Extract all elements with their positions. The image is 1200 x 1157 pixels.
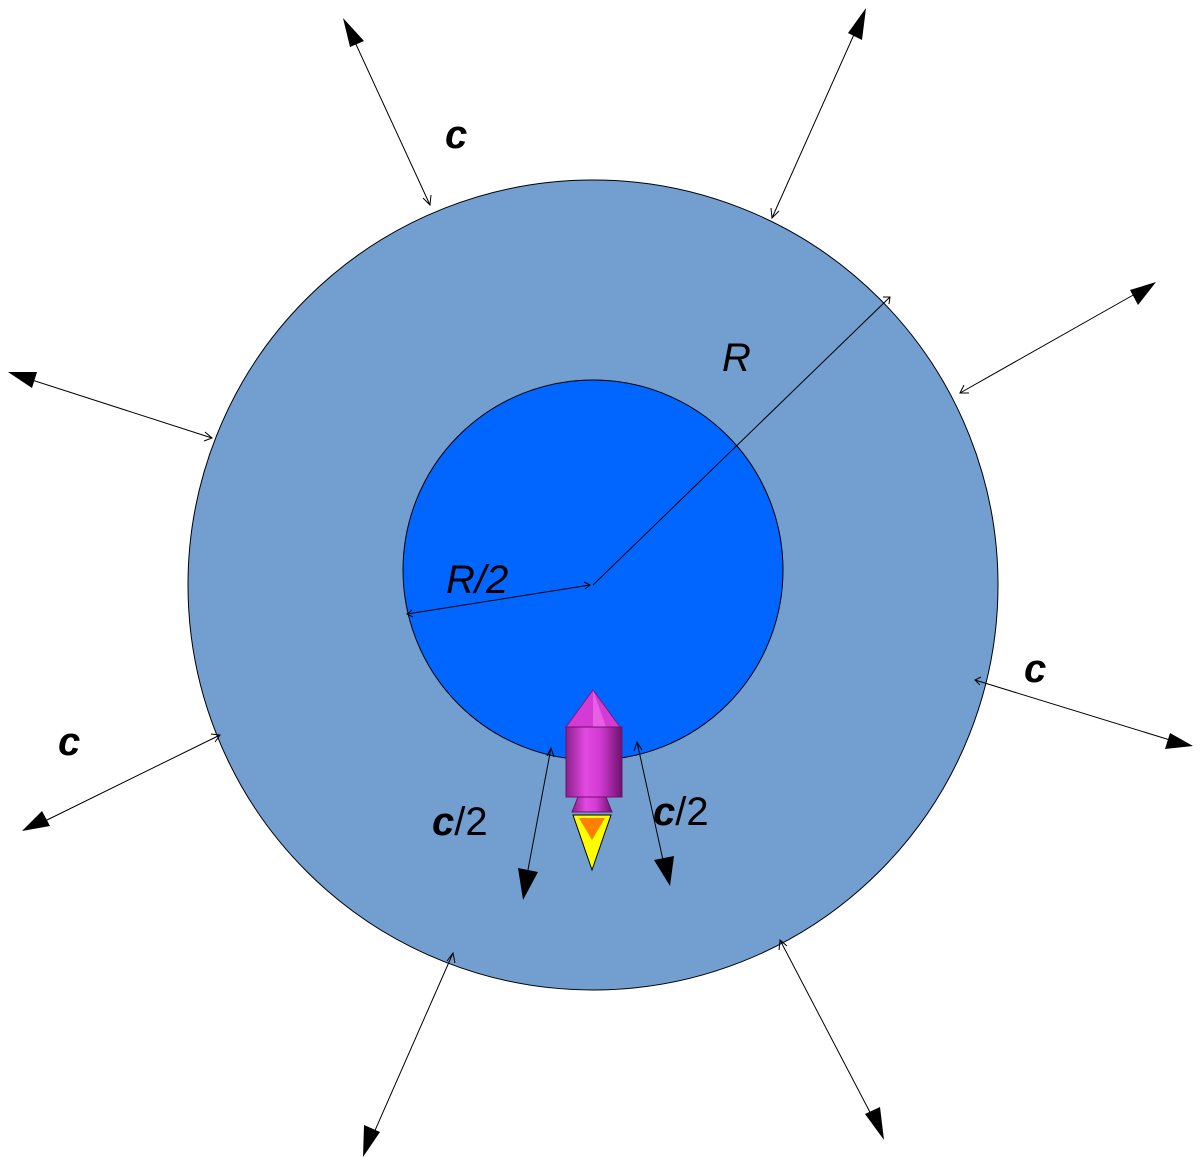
arrowhead-icon	[518, 868, 538, 900]
label-c-right: c	[1024, 647, 1046, 691]
arrow-half-right	[633, 740, 674, 886]
arrow-right-upper	[959, 282, 1156, 394]
arrowhead-icon	[848, 8, 866, 40]
arrowhead-icon	[654, 856, 674, 886]
label-R: R	[722, 336, 751, 380]
arrowhead-icon	[1130, 282, 1156, 305]
expansion-arrows	[8, 8, 1193, 1157]
label-c-half-right: c/2	[653, 790, 709, 834]
arrow-half-left	[518, 746, 555, 900]
label-R-half: R/2	[446, 558, 508, 602]
arrow-right-lower	[974, 676, 1193, 749]
arrow-top-left	[343, 18, 432, 207]
label-c-half-left: c/2	[432, 800, 488, 844]
label-c-top-left: c	[445, 113, 467, 157]
arrow-left-upper	[8, 372, 213, 442]
arrowhead-icon	[343, 18, 364, 47]
arrowhead-icon	[1165, 733, 1193, 749]
arrowhead-icon	[22, 811, 50, 831]
arrow-top-right	[770, 8, 866, 220]
arrow-bottom-left	[363, 951, 456, 1157]
arrowhead-icon	[8, 372, 37, 388]
label-c-left: c	[58, 720, 80, 764]
half-speed-arrows	[518, 740, 674, 900]
arrowhead-icon	[865, 1107, 884, 1140]
arrow-left-lower	[22, 733, 221, 831]
arrow-bottom-right	[778, 938, 884, 1140]
radius-R-line	[592, 296, 891, 586]
arrowhead-icon	[363, 1125, 380, 1157]
rocket-icon	[565, 689, 623, 872]
radius-half-R-line	[406, 581, 591, 618]
